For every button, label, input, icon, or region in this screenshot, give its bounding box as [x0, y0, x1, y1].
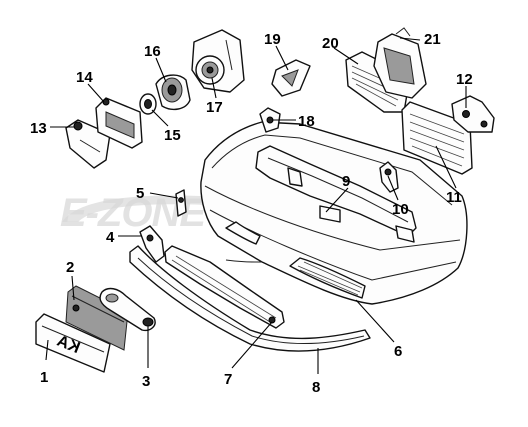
corner-bracket [451, 95, 495, 133]
license-plate: KA [35, 313, 111, 373]
callout-10: 10 [392, 201, 409, 218]
clip [175, 189, 187, 217]
retainer-clip [259, 107, 281, 133]
headlamp-housing [373, 27, 427, 99]
callout-7: 7 [224, 371, 232, 388]
support-bracket [271, 59, 311, 97]
callout-16: 16 [144, 43, 161, 60]
callout-20: 20 [322, 35, 339, 52]
callout-1: 1 [40, 369, 48, 386]
callout-9: 9 [342, 173, 350, 190]
fog-bracket [95, 97, 143, 149]
callout-5: 5 [136, 185, 144, 202]
callout-21: 21 [424, 31, 441, 48]
callout-17: 17 [206, 99, 223, 116]
lower-lip [129, 245, 371, 352]
plate-holder [65, 285, 129, 351]
side-bracket [139, 225, 165, 263]
callout-4: 4 [106, 229, 115, 246]
leader-lines [45, 37, 467, 374]
callout-15: 15 [164, 127, 181, 144]
headlamp-lens [345, 51, 411, 113]
callout-labels: 1 2 3 4 5 6 7 8 9 10 11 12 13 14 15 16 1… [30, 31, 473, 396]
reinforcement-beam [255, 145, 417, 243]
callout-12: 12 [456, 71, 473, 88]
fog-lamp-unit [191, 29, 245, 93]
callout-6: 6 [394, 343, 402, 360]
callout-18: 18 [298, 113, 315, 130]
lamp-housing [155, 74, 191, 111]
callout-11: 11 [446, 189, 462, 206]
callout-8: 8 [312, 379, 320, 396]
tow-bracket [99, 287, 156, 332]
watermark-swoosh [62, 195, 236, 222]
callout-2: 2 [66, 259, 74, 276]
bushing [139, 93, 157, 115]
callout-19: 19 [264, 31, 281, 48]
callout-3: 3 [142, 373, 150, 390]
callout-13: 13 [30, 120, 47, 137]
lower-spoiler [164, 245, 285, 329]
callout-14: 14 [76, 69, 93, 86]
